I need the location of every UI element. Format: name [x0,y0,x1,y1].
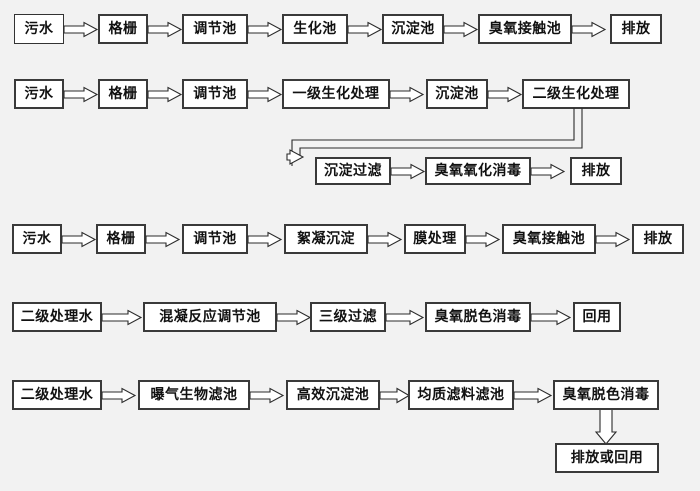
node-row5-homogeneous-media-filter[interactable]: 均质滤料滤池 [408,380,514,410]
node-row2b-ozone-oxidation-disinfection[interactable]: 臭氧氧化消毒 [425,157,531,185]
arrow-row3-6 [595,231,631,248]
arrow-row2b-1 [390,163,426,180]
arrow-row2b-2 [530,163,566,180]
node-row3-wastewater[interactable]: 污水 [12,224,62,254]
arrow-row1-1 [63,21,99,38]
arrow-row1-6 [571,21,607,38]
arrow-row2-5 [487,86,523,103]
arrow-row2-2 [147,86,183,103]
node-row2b-discharge[interactable]: 排放 [570,157,622,185]
node-row3-membrane-treatment[interactable]: 膜处理 [404,224,466,254]
connector-ozone-to-discharge-or-reuse [594,410,622,446]
node-row3-regulating-tank[interactable]: 调节池 [182,224,248,254]
node-row4-secondary-treated-water[interactable]: 二级处理水 [12,302,102,332]
node-row2-wastewater[interactable]: 污水 [14,79,64,109]
node-row2-sedimentation-tank[interactable]: 沉淀池 [426,79,488,109]
arrow-row2-4 [389,86,425,103]
arrow-row3-1 [61,231,97,248]
node-row2-secondary-biochemical[interactable]: 二级生化处理 [522,79,630,109]
node-row2-primary-biochemical[interactable]: 一级生化处理 [282,79,390,109]
node-row5-secondary-treated-water[interactable]: 二级处理水 [12,380,102,410]
arrow-row3-2 [145,231,181,248]
arrow-row4-1 [101,309,143,326]
node-row3-grille[interactable]: 格栅 [96,224,146,254]
node-row1-sedimentation-tank[interactable]: 沉淀池 [382,14,444,44]
arrow-row1-5 [443,21,479,38]
node-row1-grille[interactable]: 格栅 [98,14,148,44]
node-row1-wastewater[interactable]: 污水 [14,14,64,44]
arrow-row2-1 [63,86,99,103]
arrow-row3-4 [367,231,403,248]
node-row5-high-efficiency-sedimentation-tank[interactable]: 高效沉淀池 [286,380,380,410]
node-row2b-sedimentation-filtration[interactable]: 沉淀过滤 [315,157,391,185]
node-row5-ozone-decoloring-disinfection[interactable]: 臭氧脱色消毒 [553,380,659,410]
arrow-row5-2 [249,387,285,404]
node-row3-discharge[interactable]: 排放 [632,224,684,254]
node-row5b-discharge-or-reuse[interactable]: 排放或回用 [555,443,659,473]
node-row1-discharge[interactable]: 排放 [610,14,662,44]
node-row3-ozone-contact-tank[interactable]: 臭氧接触池 [502,224,596,254]
arrow-row4-2 [276,309,312,326]
arrow-row2-3 [247,86,283,103]
node-row4-ozone-decoloring-disinfection[interactable]: 臭氧脱色消毒 [425,302,531,332]
node-row4-reuse[interactable]: 回用 [573,302,621,332]
arrow-row1-3 [247,21,283,38]
arrow-row5-1 [101,387,137,404]
connector-secondary-biochemical-to-filter [284,108,594,178]
node-row4-coagulation-reaction-tank[interactable]: 混凝反应调节池 [143,302,277,332]
arrow-row5-3 [379,387,411,404]
node-row3-flocculation-sedimentation[interactable]: 絮凝沉淀 [284,224,368,254]
arrow-row4-4 [530,309,572,326]
node-row1-biochemical-tank[interactable]: 生化池 [282,14,348,44]
node-row4-tertiary-filtration[interactable]: 三级过滤 [310,302,386,332]
arrow-row1-4 [347,21,383,38]
node-row5-aerated-biofilter[interactable]: 曝气生物滤池 [138,380,250,410]
node-row2-regulating-tank[interactable]: 调节池 [182,79,248,109]
node-row2-grille[interactable]: 格栅 [98,79,148,109]
node-row1-ozone-contact-tank[interactable]: 臭氧接触池 [478,14,572,44]
arrow-row5-4 [513,387,553,404]
arrow-row3-5 [465,231,501,248]
node-row1-regulating-tank[interactable]: 调节池 [182,14,248,44]
arrow-row1-2 [147,21,183,38]
arrow-row3-3 [247,231,283,248]
arrow-row4-3 [385,309,425,326]
